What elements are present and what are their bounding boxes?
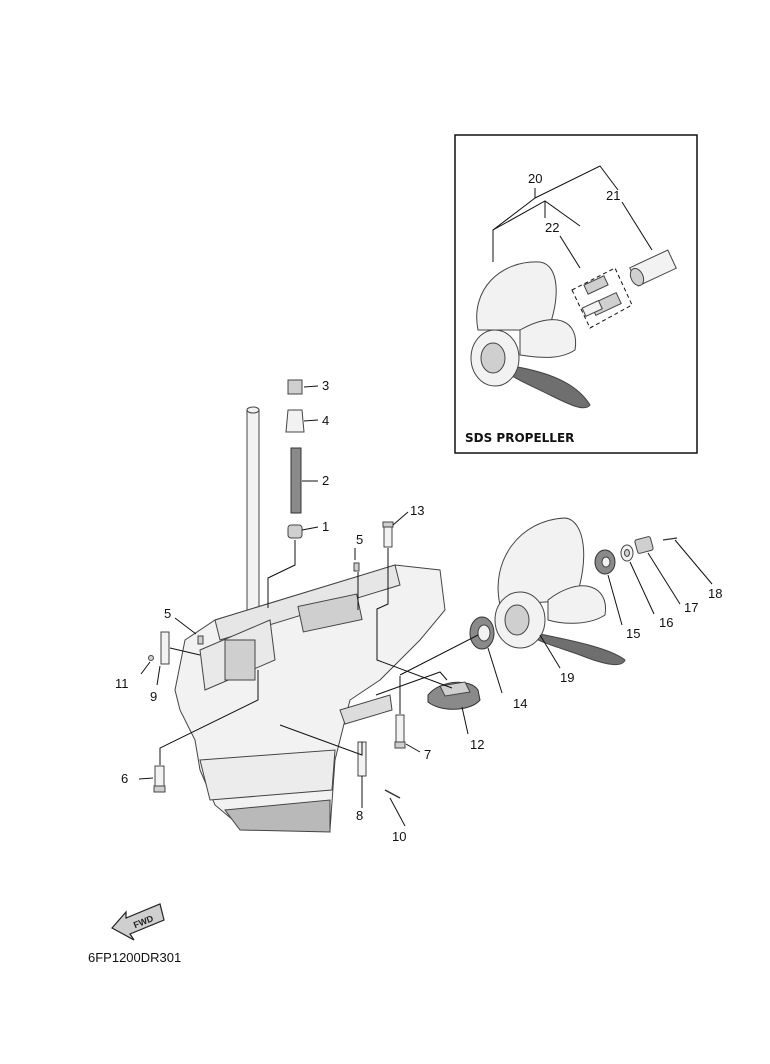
callout-20: 20 [528, 171, 542, 186]
forward-arrow-icon: FWD [111, 903, 165, 941]
part-16-washer-icon [620, 544, 634, 562]
part-15-spacer-icon [594, 549, 616, 575]
part-5-pin-left-icon [197, 635, 204, 645]
callout-21: 21 [606, 188, 620, 203]
part-5-pin-icon [353, 562, 360, 572]
part-19-propeller-icon [494, 517, 626, 666]
part-18-cotter-pin-icon [662, 537, 678, 541]
part-9-icon [160, 631, 170, 665]
part-1-icon [287, 524, 303, 539]
part-2-icon [290, 447, 302, 514]
callout-15: 15 [626, 626, 640, 641]
part-13-bolt-icon [382, 521, 394, 548]
part-4-icon [285, 409, 305, 433]
part-10-icon [384, 789, 401, 799]
inset-title: SDS PROPELLER [465, 431, 574, 445]
callout-4: 4 [322, 413, 329, 428]
inset-insert-kit-icon [571, 267, 633, 329]
callout-2: 2 [322, 473, 329, 488]
inset-hub-icon [629, 249, 677, 287]
inset-propeller-icon [470, 261, 591, 409]
sds-propeller-inset: 20 21 22 SDS PROPELLER [454, 134, 698, 454]
callout-8: 8 [356, 808, 363, 823]
callout-1: 1 [322, 519, 329, 534]
callout-11: 11 [115, 676, 129, 691]
callout-16: 16 [659, 615, 673, 630]
part-3-icon [287, 379, 303, 395]
callout-9: 9 [150, 689, 157, 704]
drive-shaft-icon [246, 406, 260, 631]
part-12-trim-tab-icon [427, 681, 481, 710]
callout-10: 10 [392, 829, 406, 844]
lower-case-housing-icon [174, 564, 446, 833]
callout-18: 18 [708, 586, 722, 601]
part-7-bolt-icon [394, 714, 406, 749]
leader-lines [138, 385, 713, 827]
callout-14: 14 [513, 696, 527, 711]
part-14-thrust-washer-icon [469, 616, 495, 650]
callout-3: 3 [322, 378, 329, 393]
callout-7: 7 [424, 747, 431, 762]
part-11-icon [148, 655, 154, 661]
callout-17: 17 [684, 600, 698, 615]
callout-22: 22 [545, 220, 559, 235]
callout-19: 19 [560, 670, 574, 685]
callout-12: 12 [470, 737, 484, 752]
part-17-nut-icon [634, 536, 654, 554]
callout-5-left: 5 [164, 606, 171, 621]
callout-13: 13 [410, 503, 424, 518]
part-6-bolt-icon [153, 765, 166, 793]
callout-5-upper: 5 [356, 532, 363, 547]
callout-6: 6 [121, 771, 128, 786]
diagram-code: 6FP1200DR301 [88, 950, 181, 965]
